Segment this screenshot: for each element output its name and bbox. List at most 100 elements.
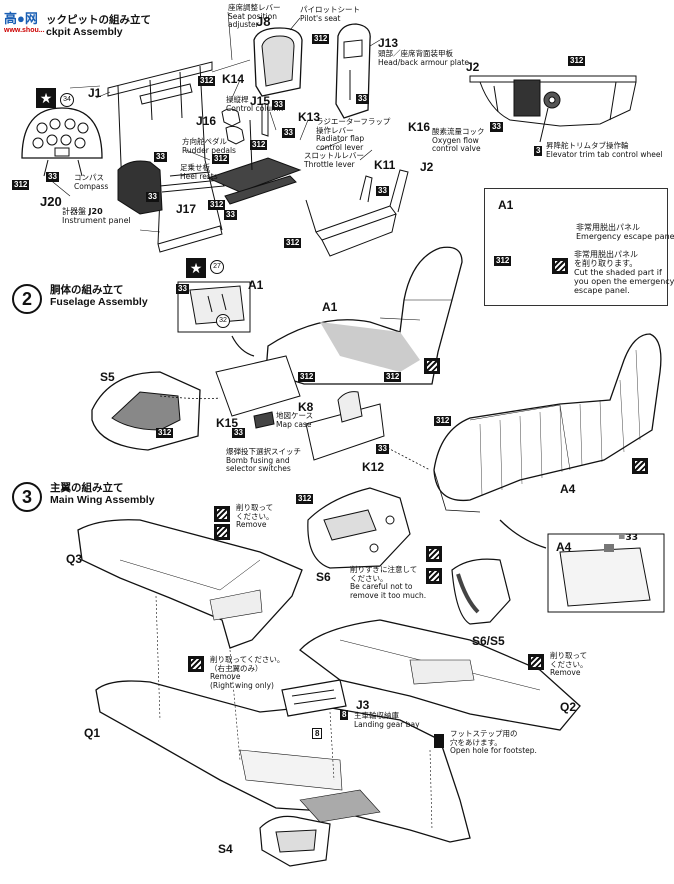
cockpit-frame-j1 [107, 61, 223, 253]
note-cut-shaded: 非常用脱出パネル を削り取ります。 Cut the shaded part if… [574, 250, 674, 295]
code-tag: 33 [232, 428, 245, 438]
step2-number: 2 [12, 284, 42, 314]
cut-icon [214, 524, 230, 540]
part-a1-label: A1 [322, 300, 338, 314]
step1-title-jp: ックピットの組み立て [46, 14, 151, 26]
step2-star-number: 27 [210, 260, 224, 274]
part-j8-label: J8 [256, 14, 271, 29]
part-s6-label: S6 [316, 570, 331, 584]
note-gear-bay: 主車輪収納庫 Landing gear bay [354, 711, 420, 729]
control-en: Control column [226, 103, 284, 113]
pilot-seat-j8 [253, 27, 303, 97]
step2-sub-number: 32 [216, 314, 230, 328]
oxygen-en1: Oxygen flow [432, 135, 479, 145]
code-tag: 8 [340, 710, 349, 720]
remove2-jp2: ください。 [550, 659, 588, 669]
watermark-url: www.shou... [4, 27, 45, 34]
note-elevator-trim: 昇降舵トリムタブ操作輪 Elevator trim tab control wh… [546, 141, 663, 159]
code-tag: 312 [284, 238, 302, 248]
radiator-jp: ラジエーターフラップ [316, 117, 391, 126]
part-q2-label: Q2 [560, 700, 577, 714]
note-seat-adjuster: 座席調整レバー Seat position adjuster [228, 3, 281, 30]
escape-jp: 非常用脱出パネル [576, 223, 640, 232]
rudder-en: Rudder pedals [182, 145, 236, 155]
note-control-column: 操縦桿 Control column [226, 95, 284, 113]
note-careful: 削りすぎに注意して ください。 Be careful not to remove… [350, 565, 426, 600]
rudder-jp: 方向舵ペダル [182, 137, 227, 146]
fuselage-interior [215, 355, 385, 461]
note-compass: コンパス Compass [74, 173, 109, 191]
cut-en1: Cut the shaded part if [574, 268, 662, 277]
instrument-panel-j20 [21, 107, 103, 177]
wing-q3 [77, 519, 303, 649]
note-radiator: ラジエーターフラップ 操作レバー Radiator flap control l… [316, 117, 391, 152]
note-remove-q3: 削り取って ください。 Remove [236, 503, 274, 530]
cut-icon [426, 546, 442, 562]
rw-jp: 削り取ってください。 [210, 655, 285, 664]
code-tag: 33 [272, 100, 285, 110]
cut-icon [632, 458, 648, 474]
a1-detail-insert [177, 281, 251, 333]
watermark-text: 高●网 [4, 11, 38, 26]
drill-icon [434, 734, 444, 748]
part-q3-label: Q3 [66, 552, 83, 566]
bomb-en1: Bomb fusing and [226, 455, 290, 465]
cut-en3: escape panel. [574, 286, 630, 295]
part-k14-label: K14 [222, 72, 245, 86]
note-head-armour: 頭部／座席背面装甲板 Head/back armour plate [378, 49, 470, 67]
foot-en: Open hole for footstep. [450, 746, 537, 755]
code-tag: 33 [490, 122, 503, 132]
compass-jp: コンパス [74, 173, 104, 182]
seat-adjuster-en1: Seat position [228, 11, 278, 21]
part-k11-label: K11 [374, 158, 396, 172]
part-j3-label: J3 [356, 698, 370, 712]
note-bomb-switches: 爆弾投下選択スイッチ Bomb fusing and selector swit… [226, 447, 301, 474]
careful-en1: Be careful not to [350, 582, 413, 591]
oxygen-jp: 酸素流量コック [432, 127, 485, 136]
a4-detail-label: A4 [556, 540, 572, 554]
note-footstep: フットステップ用の 穴をあけます。 Open hole for footstep… [450, 729, 537, 756]
gear-jp: 主車輪収納庫 [354, 711, 399, 720]
oxygen-en2: control valve [432, 144, 481, 153]
code-tag: 312 [384, 372, 402, 382]
cut-icon [528, 654, 544, 670]
code-tag: 33 [376, 186, 389, 196]
rw-en2: (Right wing only) [210, 680, 274, 690]
cut-icon [188, 656, 204, 672]
throttle-jp: スロットルレバー [304, 151, 364, 160]
gear-bay-j3 [281, 679, 347, 717]
part-j2-label: J2 [420, 160, 434, 174]
cut-icon [214, 506, 230, 522]
control-jp: 操縦桿 [226, 95, 249, 104]
fuselage-a4 [433, 333, 662, 513]
j2-trim-frame [469, 75, 637, 143]
code-tag: 312 [208, 200, 226, 210]
note-throttle: スロットルレバー Throttle lever [304, 151, 364, 169]
code-tag: 312 [12, 180, 30, 190]
cut-icon [424, 358, 440, 374]
cockpit-floor [206, 103, 302, 205]
map-en: Map case [276, 419, 312, 429]
note-oxygen: 酸素流量コック Oxygen flow control valve [432, 127, 485, 154]
cut-en2: you open the emergency [574, 277, 674, 286]
foot-jp: フットステップ用の [450, 729, 518, 738]
part-q1-label: Q1 [84, 726, 101, 740]
a4-detail-box [547, 533, 665, 613]
escape-panel-box [484, 188, 668, 306]
code-tag: 33 [176, 284, 189, 294]
note-pilot-seat: パイロットシート Pilot's seat [300, 5, 360, 23]
elevator-jp: 昇降舵トリムタブ操作輪 [546, 141, 629, 150]
note-rudder-pedals: 方向舵ペダル Rudder pedals [182, 137, 236, 155]
elevator-en: Elevator trim tab control wheel [546, 149, 663, 159]
code-tag: 33 [282, 128, 295, 138]
part-j13-label: J13 [378, 36, 399, 50]
throttle-en: Throttle lever [304, 159, 355, 169]
step1-title: ックピットの組み立て ckpit Assembly [46, 14, 151, 38]
rear-frame-j2 [305, 169, 409, 257]
head-armour-en: Head/back armour plate [378, 57, 470, 67]
compass-en: Compass [74, 181, 109, 191]
part-j2-trim-label: J2 [466, 60, 480, 74]
step2-title-jp: 胴体の組み立て [50, 284, 124, 296]
code-tag: 3 [534, 146, 543, 156]
map-jp: 地図ケース [276, 411, 314, 420]
